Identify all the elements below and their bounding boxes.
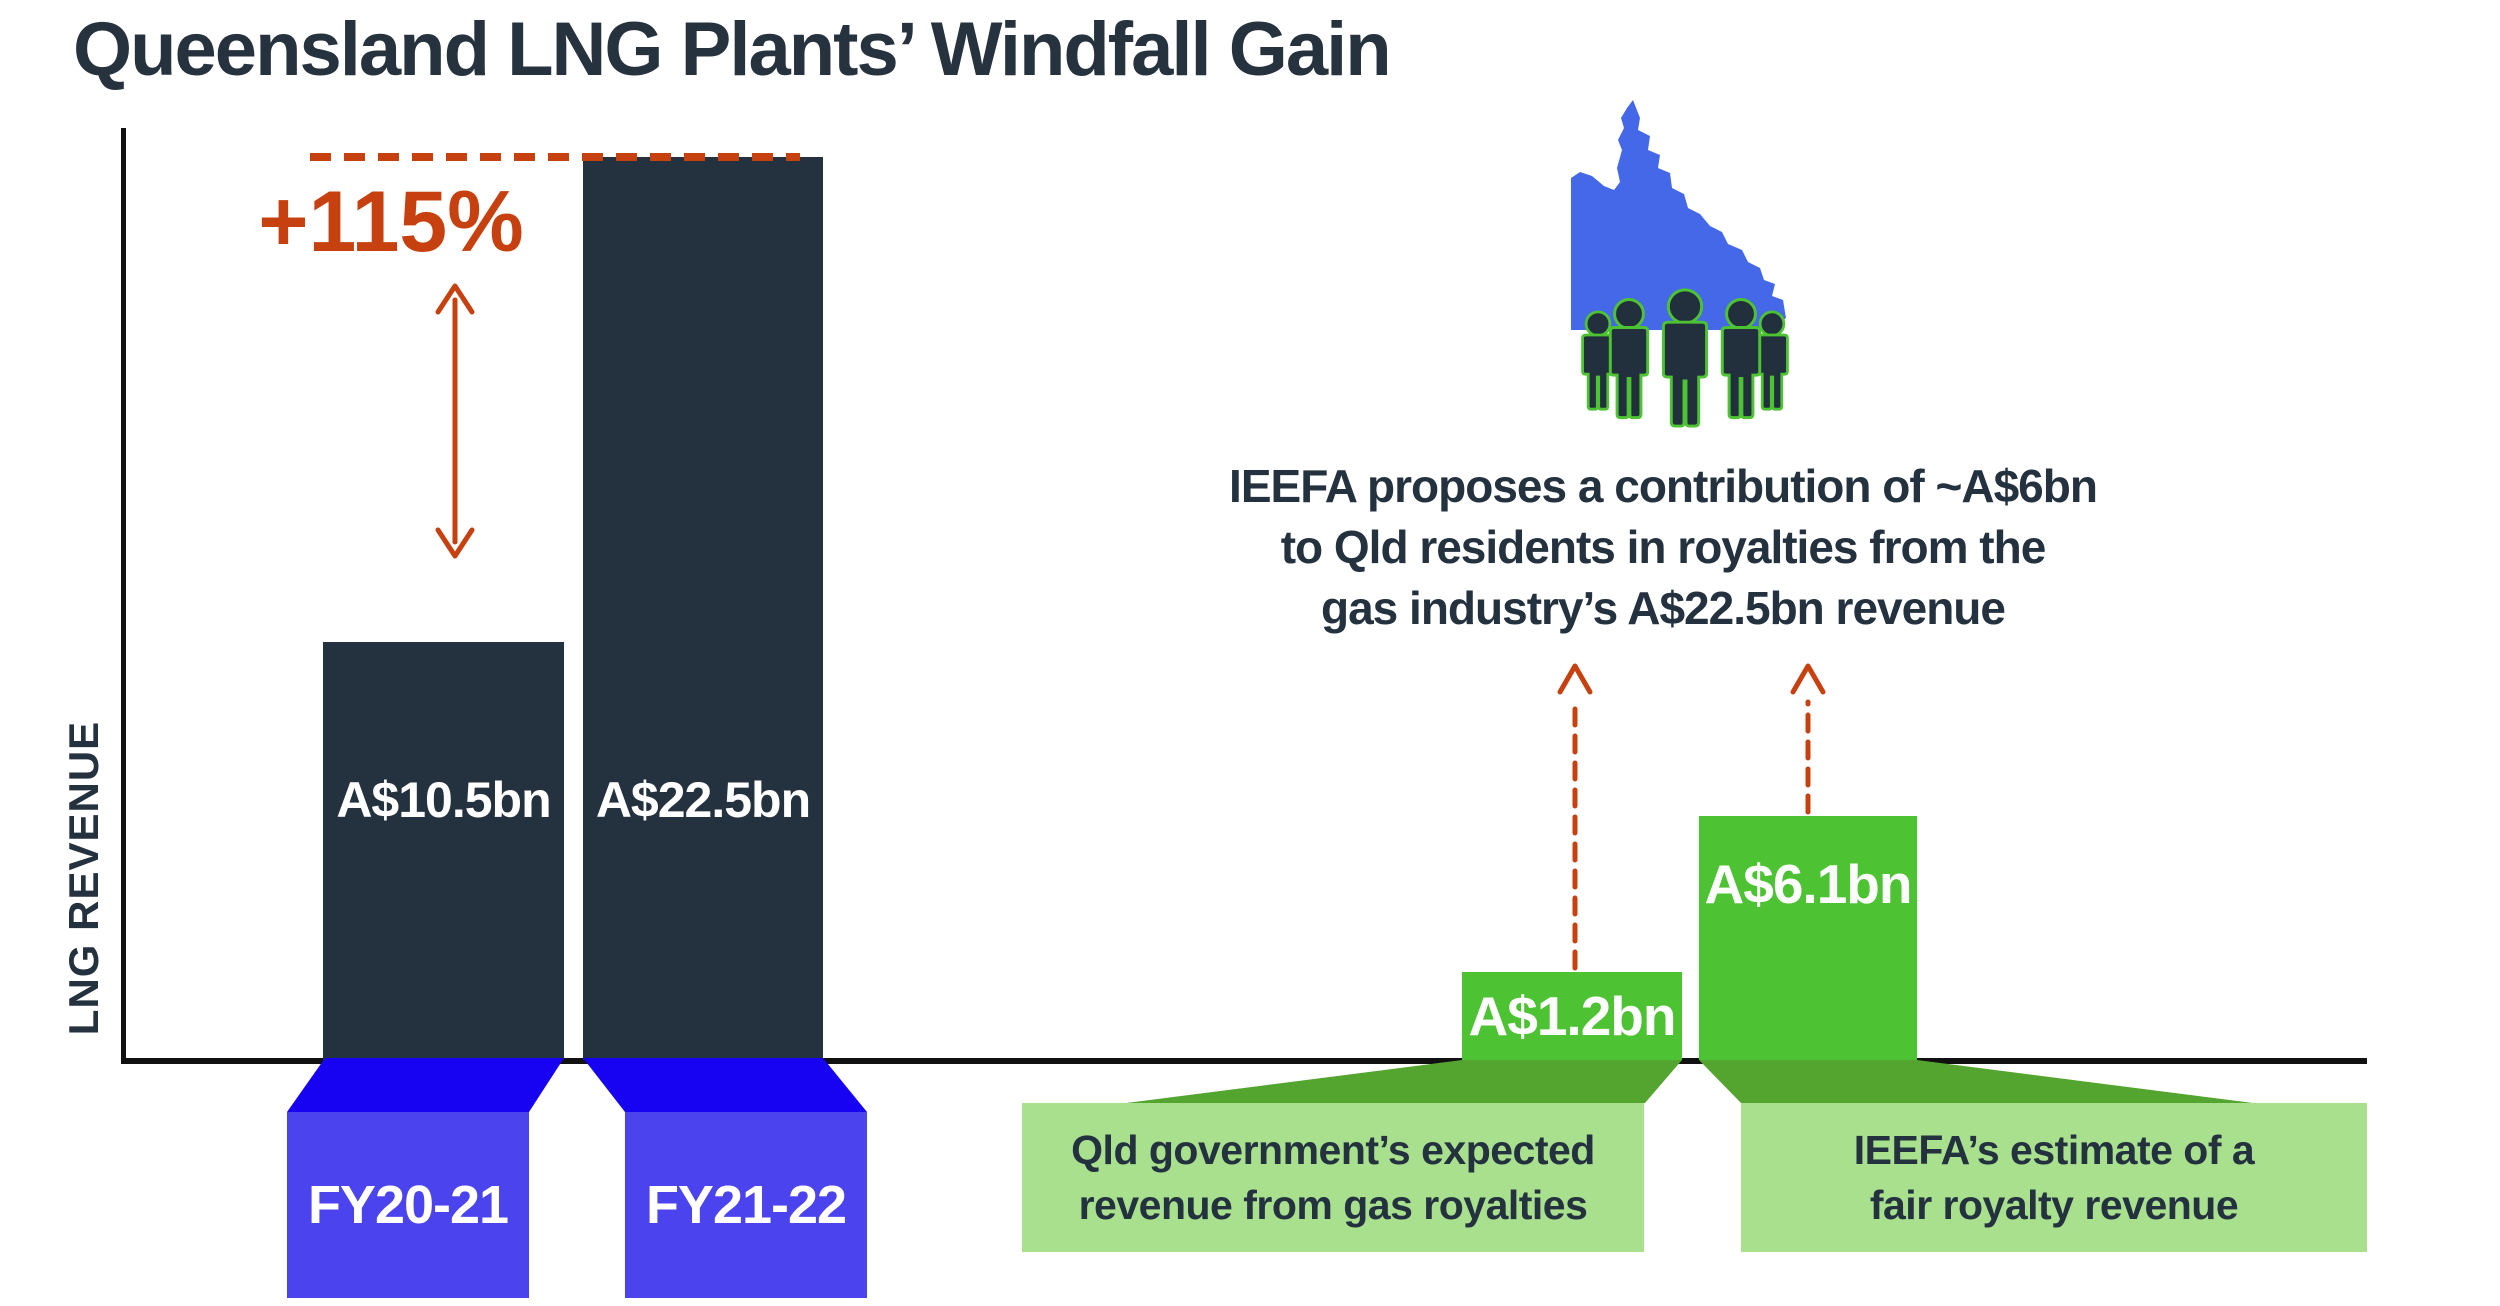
ieefa-fair-line-2: fair royalty revenue — [1869, 1181, 2239, 1228]
description-box-qld-expected: Qld government’s expected revenue from g… — [1022, 1103, 1644, 1252]
proposal-line-1: IEEFA proposes a contribution of ~A$6bn — [1229, 460, 2098, 512]
bar-qld-expected-royalties — [1462, 972, 1682, 1060]
right-fan-connector — [1699, 1060, 2253, 1103]
fy21-22-label-top-face — [583, 1058, 867, 1112]
proposal-line-3: gas industry’s A$22.5bn revenue — [1321, 582, 2006, 634]
qld-expected-line-1: Qld government’s expected — [1071, 1126, 1595, 1173]
bar-fy20-21 — [323, 642, 564, 1060]
description-box-ieefa-fair: IEEFA’s estimate of a fair royalty reven… — [1741, 1103, 2367, 1252]
green-bar-value-expected: A$1.2bn — [1468, 985, 1677, 1047]
bar-fy21-22 — [583, 157, 823, 1060]
bar-ieefa-fair-royalties — [1699, 816, 1917, 1060]
y-axis-line — [121, 128, 126, 1063]
left-fan-connector — [1126, 1060, 1682, 1103]
y-axis-label: LNG REVENUE — [60, 720, 107, 1036]
ieefa-proposal-text: IEEFA proposes a contribution of ~A$6bn … — [1163, 456, 2163, 639]
fy20-21-label-front — [287, 1112, 529, 1298]
bar-value-label-fy20-21: A$10.5bn — [336, 772, 551, 828]
fy20-21-label-top-face — [287, 1058, 564, 1112]
category-label-fy21-22: FY21-22 — [645, 1175, 847, 1235]
residents-people-icon — [1581, 288, 1789, 428]
growth-percentage-label: +115% — [258, 173, 524, 270]
baseline-axis — [121, 1058, 2367, 1064]
page-title: Queensland LNG Plants’ Windfall Gain — [73, 7, 1392, 92]
fy21-22-label-front — [625, 1112, 867, 1298]
qld-expected-line-2: revenue from gas royalties — [1078, 1181, 1588, 1228]
category-label-fy20-21: FY20-21 — [307, 1175, 509, 1235]
bar-value-label-fy21-22: A$22.5bn — [595, 772, 811, 828]
royalty-arrow-right-icon — [1790, 663, 1826, 815]
queensland-map-icon — [1571, 100, 1786, 330]
growth-double-arrow-icon — [435, 283, 475, 559]
ieefa-fair-line-1: IEEFA’s estimate of a — [1853, 1126, 2255, 1173]
royalty-arrow-left-icon — [1557, 663, 1593, 971]
proposal-line-2: to Qld residents in royalties from the — [1280, 521, 2047, 573]
green-bar-value-fair: A$6.1bn — [1704, 852, 1913, 915]
